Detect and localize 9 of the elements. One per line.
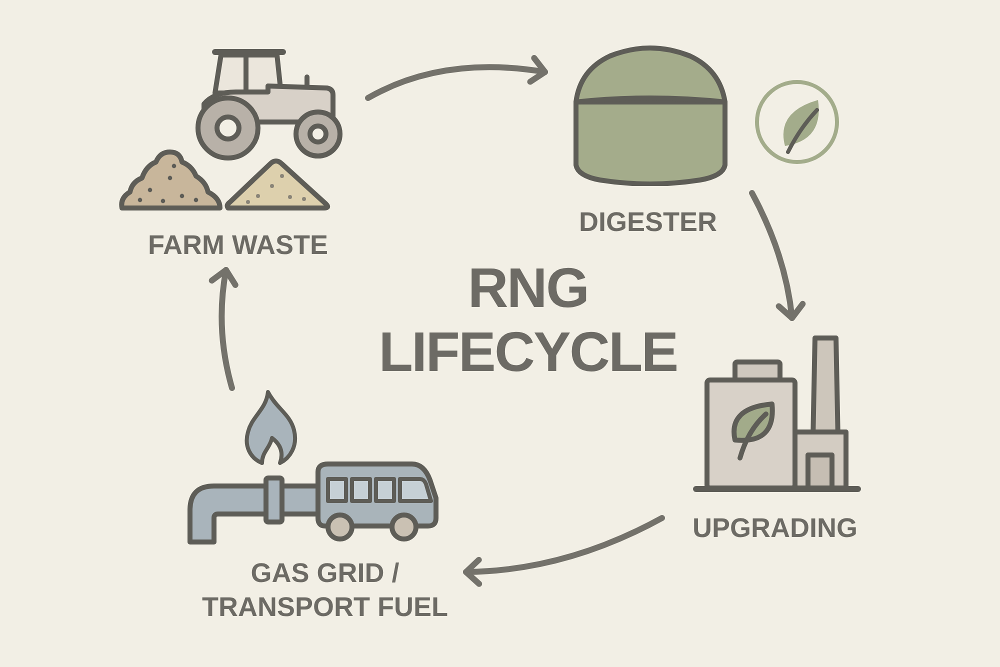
curved-arrow: [209, 267, 239, 391]
node-label: UPGRADING: [692, 512, 858, 545]
curved-arrow: [463, 515, 665, 587]
curved-arrow: [749, 190, 806, 321]
node-label: DIGESTER: [578, 206, 718, 239]
node-label: FARM WASTE: [148, 229, 328, 262]
diagram-title: RNG LIFECYCLE: [378, 256, 678, 384]
node-label: GAS GRID / TRANSPORT FUEL: [201, 557, 449, 624]
curved-arrow: [365, 55, 548, 101]
